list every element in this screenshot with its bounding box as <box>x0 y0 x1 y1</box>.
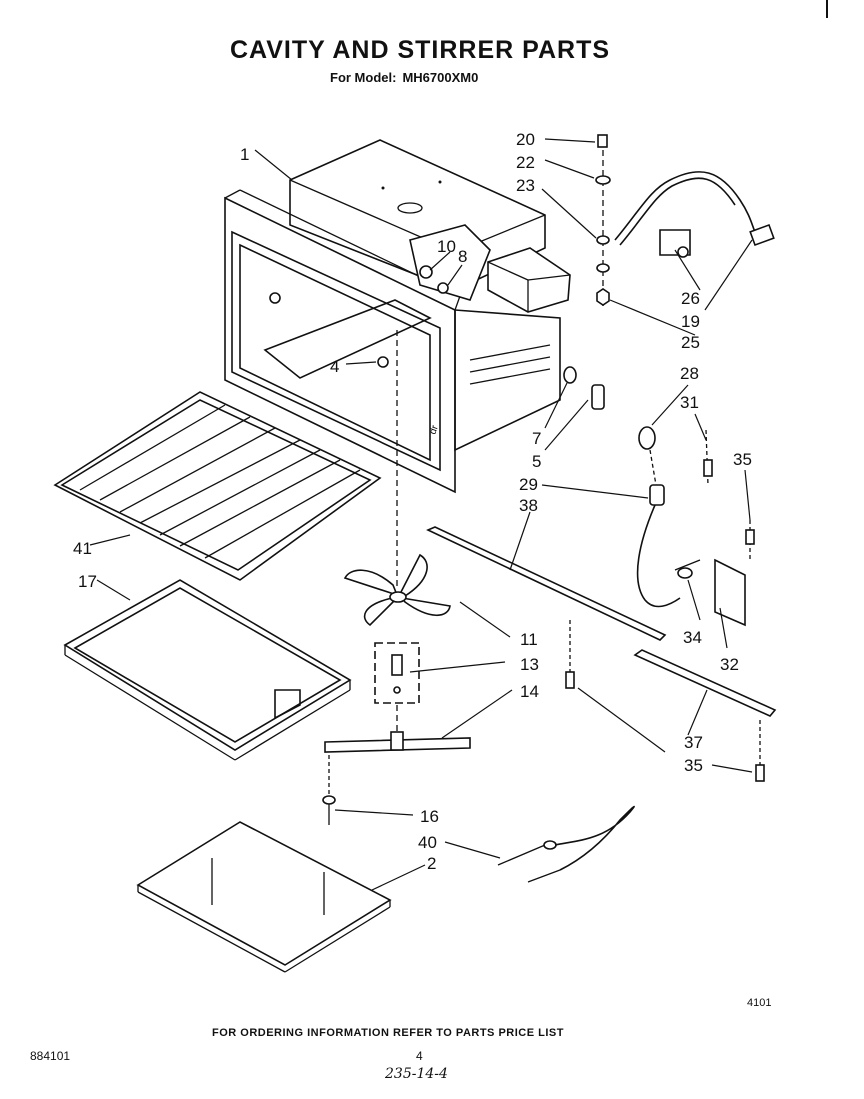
model-subtitle: For Model: MH6700XM0 <box>330 70 484 85</box>
probe-drawing <box>497 805 635 883</box>
callout-labels: 1 10 8 4 20 22 23 26 19 25 7 5 28 31 35 … <box>73 130 752 873</box>
callout-16: 16 <box>420 807 439 826</box>
callout-38: 38 <box>519 496 538 515</box>
callout-17: 17 <box>78 572 97 591</box>
stirrer-bar-drawing <box>324 731 471 753</box>
power-cord-drawing <box>614 171 775 258</box>
lamp-assembly-drawing <box>636 426 755 627</box>
leader-lines <box>89 138 753 891</box>
callout-8: 8 <box>458 247 467 266</box>
hardware-stack-drawing <box>595 134 611 310</box>
glass-shelf-drawing <box>136 821 392 973</box>
callout-35-top: 35 <box>733 450 752 469</box>
callout-37: 37 <box>684 733 703 752</box>
page-number: 4 <box>416 1049 423 1063</box>
callout-13: 13 <box>520 655 539 674</box>
callout-19: 19 <box>681 312 700 331</box>
callout-5: 5 <box>532 452 541 471</box>
callout-25: 25 <box>681 333 700 352</box>
callout-11: 11 <box>520 630 538 649</box>
model-number: MH6700XM0 <box>402 70 479 85</box>
callout-22: 22 <box>516 153 535 172</box>
document-number: 884101 <box>30 1049 71 1063</box>
tray-drawing <box>63 579 352 761</box>
callout-26: 26 <box>681 289 700 308</box>
callout-32: 32 <box>720 655 739 674</box>
callout-35-bottom: 35 <box>684 756 703 775</box>
part-16-drawing <box>322 755 336 825</box>
callout-10: 10 <box>437 237 456 256</box>
ordering-note: FOR ORDERING INFORMATION REFER TO PARTS … <box>212 1027 564 1039</box>
callout-28: 28 <box>680 364 699 383</box>
model-label: For Model: <box>330 70 397 85</box>
figure-number: 4101 <box>747 997 772 1009</box>
callout-20: 20 <box>516 130 535 149</box>
page-title: CAVITY AND STIRRER PARTS <box>229 36 611 64</box>
callout-23: 23 <box>516 176 535 195</box>
callout-31: 31 <box>680 393 699 412</box>
callout-1: 1 <box>240 145 249 164</box>
page-edge-mark <box>826 0 828 18</box>
part-7-drawing <box>563 366 577 384</box>
callout-2: 2 <box>427 854 436 873</box>
cavity-part-drawing: dr <box>224 139 571 494</box>
callout-29: 29 <box>519 475 538 494</box>
callout-4: 4 <box>330 357 339 376</box>
stirrer-blade-drawing <box>343 553 451 627</box>
callout-40: 40 <box>418 833 437 852</box>
rack-drawing <box>53 391 382 581</box>
part-5-drawing <box>591 384 605 410</box>
callout-34: 34 <box>683 628 702 647</box>
callout-41: 41 <box>73 539 92 558</box>
exploded-parts-diagram: dr <box>53 130 777 973</box>
handwritten-note: 235-14-4 <box>385 1066 448 1082</box>
callout-14: 14 <box>520 682 539 701</box>
callout-7: 7 <box>532 429 541 448</box>
straps-drawing <box>426 526 777 782</box>
part-13-drawing <box>374 642 420 740</box>
